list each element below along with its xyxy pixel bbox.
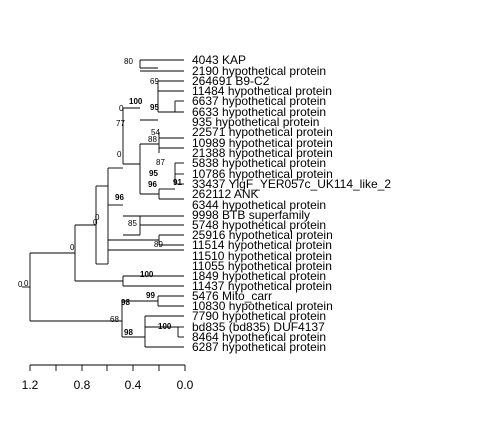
support-value: 69 [150,77,159,86]
support-value: 68 [110,315,119,324]
tip-label: bd835 (bd835) DUF4137 [192,320,325,334]
support-value: 0 [93,218,98,227]
scale-tick-label: 1.2 [22,378,39,392]
support-value: 100 [140,270,154,279]
scale-tick-label: 0.4 [125,378,142,392]
tip-label: 33437 YlgF_YER057c_UK114_like_2 [192,177,391,191]
support-value: 98 [121,298,130,307]
support-value: 88 [148,135,157,144]
tip-label: 2190 hypothetical protein [192,64,326,78]
support-value: 89 [154,240,163,249]
tip-label: 5838 hypothetical protein [192,156,326,170]
tip-label: 6344 hypothetical protein [192,198,326,212]
support-value: 100 [158,322,172,331]
tip-label: 8464 hypothetical protein [192,330,326,344]
tip-label: 11484 hypothetical protein [192,84,332,98]
tree-branches [22,59,184,348]
support-value: 87 [156,158,165,167]
support-value: 85 [128,219,137,228]
support-values: 8069771009505488087959196960850890010009… [18,57,182,337]
scale-axis: 1.2 0.8 0.4 0.0 [22,364,194,392]
tip-label: 10786 hypothetical protein [192,167,333,181]
tip-label: 6633 hypothetical protein [192,105,326,119]
support-value: 95 [150,103,159,112]
support-value: 54 [151,128,160,137]
tip-label: 5476 Mito_carr [192,289,272,303]
support-value: 99 [146,291,155,300]
tip-label: 10830 hypothetical protein [192,299,333,313]
support-value: 77 [116,119,125,128]
tip-label: 11510 hypothetical protein [192,249,332,263]
tip-label: 10989 hypothetical protein [192,136,333,150]
tip-label: 11437 hypothetical protein [192,279,332,293]
tip-label: 935 hypothetical protein [192,115,319,129]
tip-label: 25916 hypothetical protein [192,228,333,242]
support-value: 0 [95,213,100,222]
tip-label: 1849 hypothetical protein [192,269,326,283]
tip-label: 264691 B9-C2 [192,74,270,88]
tip-label: 9998 BTB superfamily [192,208,310,222]
support-value: 100 [129,97,143,106]
support-value: 80 [124,57,133,66]
scale-tick-label: 0.0 [177,378,194,392]
tip-label: 11055 hypothetical protein [192,259,332,273]
support-value: 98 [124,328,133,337]
support-value: 96 [115,193,124,202]
support-value: 96 [148,180,157,189]
tip-label: 7790 hypothetical protein [192,309,326,323]
support-value: 0 [70,243,75,252]
support-value: 0 [24,279,29,288]
scale-tick-label: 0.8 [74,378,91,392]
support-value: 95 [149,169,158,178]
tip-label: 21388 hypothetical protein [192,146,333,160]
tip-label: 262112 ANK [192,187,259,201]
support-value: 0 [117,150,122,159]
tip-label: 4043 KAP [192,53,246,67]
tip-label: 5748 hypothetical protein [192,218,326,232]
tip-label: 6287 hypothetical protein [192,340,326,354]
tip-label: 22571 hypothetical protein [192,125,333,139]
tip-label: 6637 hypothetical protein [192,94,326,108]
support-value: 0 [18,280,23,289]
tip-label: 11514 hypothetical protein [192,238,332,252]
support-value: 0 [119,104,124,113]
support-value: 91 [173,178,182,187]
